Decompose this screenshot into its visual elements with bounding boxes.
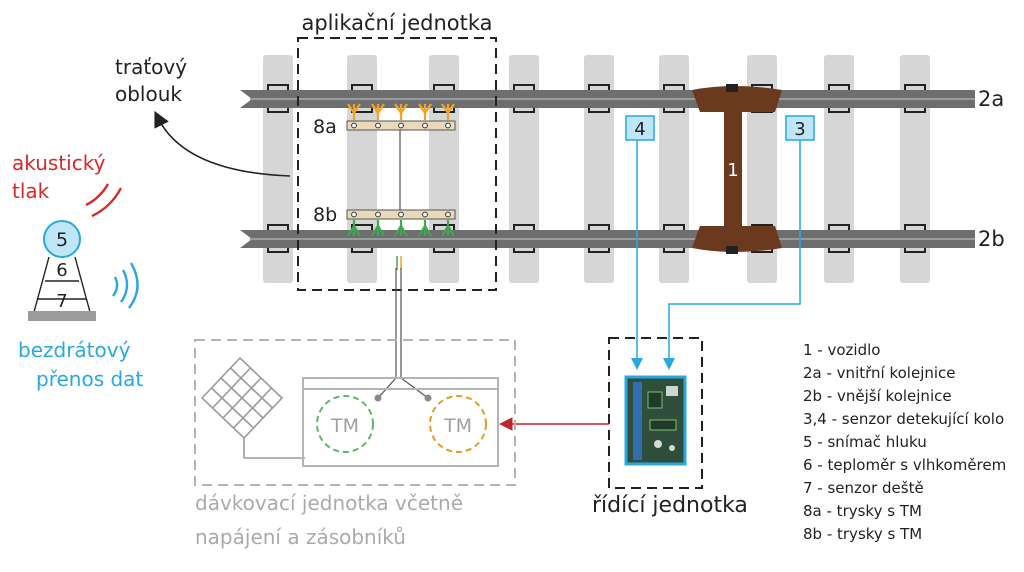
legend-item: 5 - snímač hluku [803, 433, 927, 451]
vehicle: 1 [692, 84, 782, 254]
control-board-icon [624, 375, 687, 466]
sensor-tower: akustický tlak 5 6 7 bezdrátový přenos d… [12, 151, 143, 391]
orange-nozzles [347, 103, 455, 120]
label-2a: 2a [978, 87, 1004, 111]
tower-6-label: 6 [56, 260, 67, 281]
tank-green [316, 395, 374, 453]
legend-item: 2a - vnitřní kolejnice [803, 364, 956, 382]
legend-item: 1 - vozidlo [803, 341, 880, 359]
acoustic-line1: akustický [12, 151, 106, 175]
legend-item: 3,4 - senzor detekující kolo [803, 410, 1004, 428]
wheel-sensor-3: 3 [663, 115, 815, 370]
wireless-signal-icon [112, 262, 139, 309]
tank-right-label: TM [443, 415, 472, 437]
legend-item: 6 - teploměr s vlhkoměrem [803, 456, 1006, 474]
vehicle-number: 1 [727, 160, 738, 181]
sensor-3-label: 3 [794, 119, 805, 140]
wireless-line1: bezdrátový [18, 338, 131, 362]
tank-orange [429, 395, 487, 453]
rail-outer [240, 230, 975, 248]
wireless-line2: přenos dat [36, 367, 143, 391]
tank-left-label: TM [330, 415, 359, 437]
track-curve-line1: traťový [115, 55, 187, 79]
legend-item: 8a - trysky s TM [803, 502, 922, 520]
label-8b: 8b [313, 204, 337, 226]
track [240, 55, 975, 283]
sensor-4-label: 4 [634, 119, 645, 140]
application-unit-title: aplikační jednotka [301, 11, 492, 35]
dosing-unit: TM TM dávkovací jednotka včetně napájení… [194, 339, 516, 549]
green-nozzles [347, 220, 455, 237]
tower-5-label: 5 [56, 229, 68, 251]
solar-panel-icon [200, 356, 305, 459]
legend: 1 - vozidlo 2a - vnitřní kolejnice 2b - … [803, 341, 1006, 543]
label-8a: 8a [313, 116, 337, 138]
legend-item: 8b - trysky s TM [803, 525, 922, 543]
legend-item: 7 - senzor deště [803, 479, 924, 497]
legend-item: 2b - vnější kolejnice [803, 387, 952, 405]
rail-inner [240, 90, 975, 108]
tower-7-label: 7 [56, 291, 67, 312]
sound-wave-icon [85, 183, 123, 218]
track-curve-line2: oblouk [115, 82, 182, 106]
label-2b: 2b [978, 227, 1005, 251]
wheel-sensor-4: 4 [625, 115, 655, 370]
control-unit-title: řídící jednotka [592, 493, 748, 518]
dosing-line2: napájení a zásobníků [195, 525, 406, 549]
track-curve-label: traťový oblouk [115, 55, 291, 177]
acoustic-line2: tlak [12, 179, 50, 203]
dosing-line1: dávkovací jednotka včetně [195, 491, 463, 515]
control-unit: řídící jednotka [499, 337, 748, 518]
